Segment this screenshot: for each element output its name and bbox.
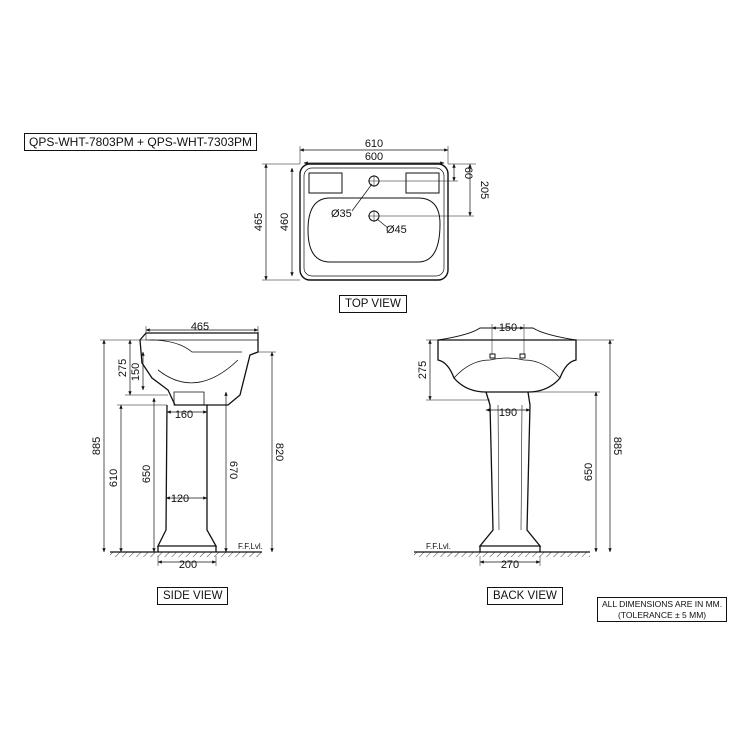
top-view-label: TOP VIEW	[339, 295, 407, 313]
dim-top-465: 465	[253, 213, 265, 231]
back-floor-label: F.F.Lvl.	[426, 542, 451, 551]
dim-back-270: 270	[501, 559, 519, 571]
side-floor-label: F.F.Lvl.	[238, 542, 263, 551]
top-right-tap-deck	[405, 172, 440, 194]
dim-back-150: 150	[499, 322, 517, 334]
dimension-note: ALL DIMENSIONS ARE IN MM. (TOLERANCE ± 5…	[597, 597, 728, 622]
dim-top-205: 205	[478, 181, 490, 199]
side-pedestal	[156, 404, 218, 547]
back-view-label: BACK VIEW	[487, 587, 563, 605]
side-basin-profile	[139, 332, 259, 406]
dim-back-885: 885	[611, 437, 623, 455]
dim-side-465: 465	[191, 321, 209, 333]
dim-back-190: 190	[499, 407, 517, 419]
dim-side-200: 200	[179, 559, 197, 571]
side-view	[100, 326, 276, 566]
top-bowl	[307, 197, 441, 263]
dim-side-610: 610	[108, 469, 120, 487]
dim-back-650: 650	[583, 463, 595, 481]
back-view	[414, 324, 614, 566]
product-title: QPS-WHT-7803PM + QPS-WHT-7303PM	[24, 133, 258, 151]
note-line-2: (TOLERANCE ± 5 MM)	[618, 609, 707, 620]
top-left-tap-deck	[308, 172, 343, 194]
dim-waste-dia: Ø45	[386, 224, 407, 236]
dim-side-650: 650	[141, 465, 153, 483]
back-pedestal	[478, 391, 542, 547]
dim-side-275: 275	[117, 359, 129, 377]
dim-top-460: 460	[279, 213, 291, 231]
note-line-1: ALL DIMENSIONS ARE IN MM.	[602, 599, 723, 609]
dim-side-670: 670	[227, 461, 239, 479]
dim-side-160: 160	[175, 409, 193, 421]
dim-side-150: 150	[130, 363, 142, 381]
dim-side-820: 820	[273, 443, 285, 461]
dim-top-600: 600	[365, 151, 383, 163]
dim-tap-hole-dia: Ø35	[331, 208, 352, 220]
dim-side-885: 885	[91, 437, 103, 455]
side-view-label: SIDE VIEW	[157, 587, 229, 605]
top-basin-rim	[303, 167, 445, 277]
dim-top-610: 610	[365, 138, 383, 150]
dim-top-60: 60	[462, 167, 474, 179]
dim-back-275: 275	[417, 361, 429, 379]
top-view	[262, 146, 476, 281]
dim-side-120: 120	[171, 493, 189, 505]
back-basin-outline	[437, 339, 577, 393]
